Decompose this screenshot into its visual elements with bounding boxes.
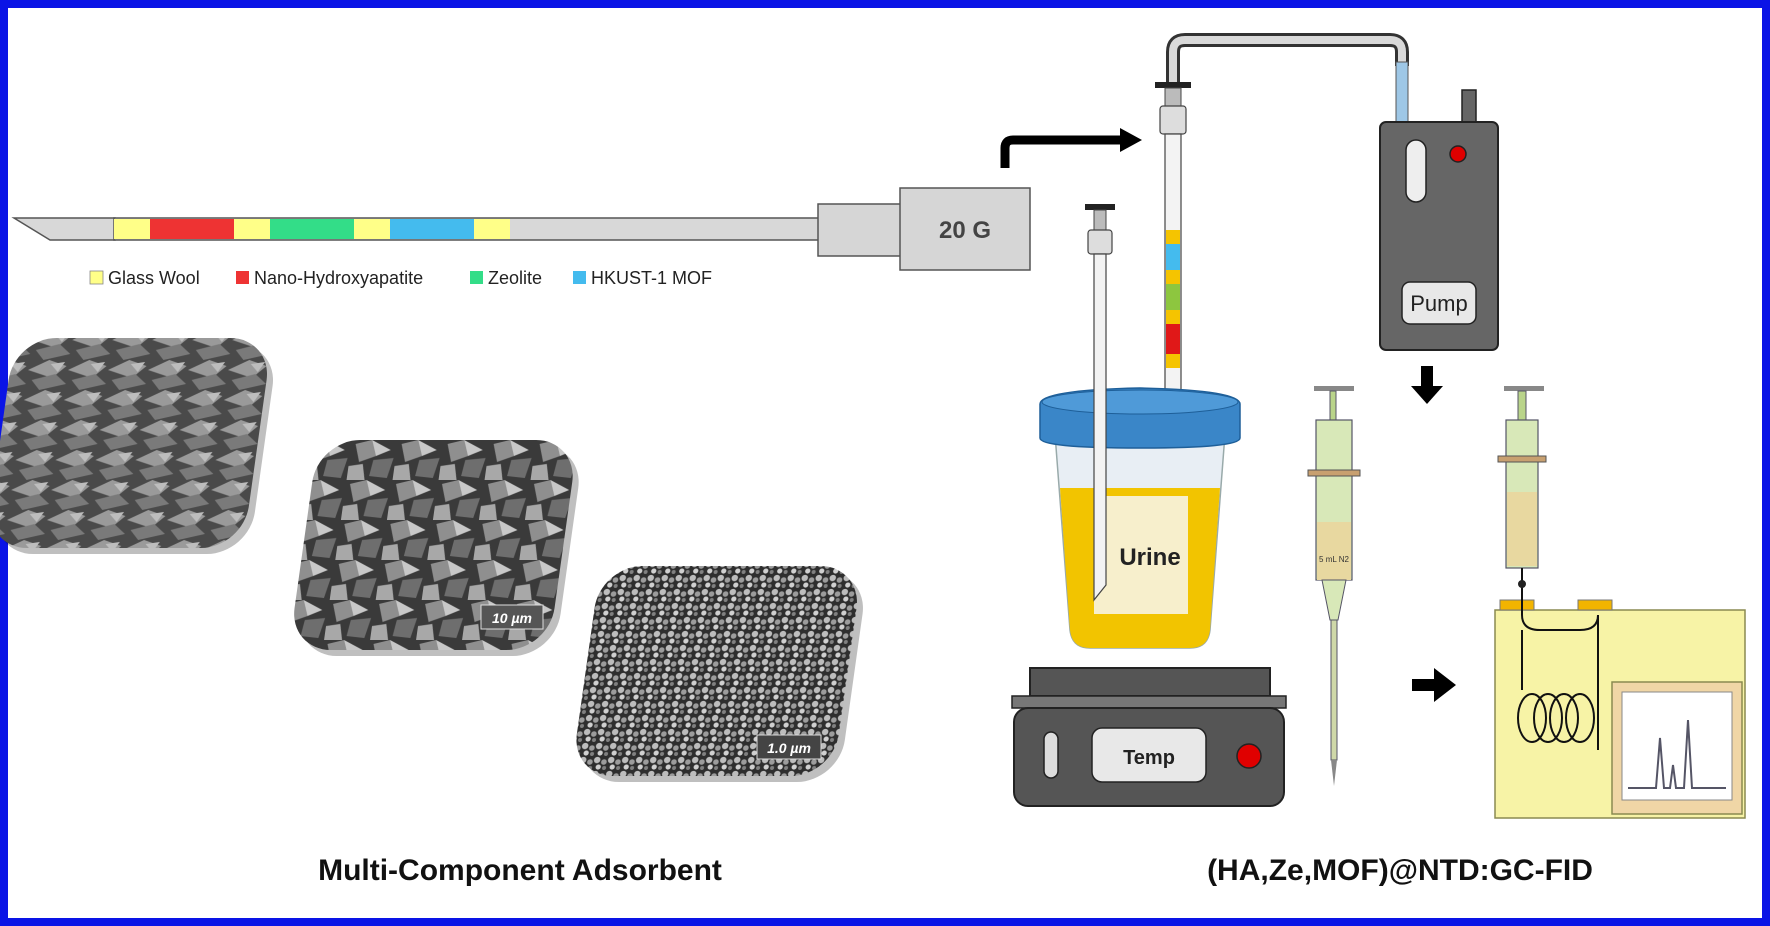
syringe-volume-label: 5 mL N2 (1319, 555, 1349, 564)
caption-right: (HA,Ze,MOF)@NTD:GC-FID (1207, 854, 1593, 887)
packing-glass-wool-3 (354, 219, 390, 239)
sem-scale-label-2: 10 µm (492, 610, 532, 626)
legend-label-glass-wool: Glass Wool (108, 268, 200, 288)
packing-glass-wool-1 (114, 219, 150, 239)
needle-tip (11, 217, 116, 241)
temp-display-label: Temp (1123, 747, 1175, 769)
desorption-syringe: 5 mL N2 (1307, 386, 1361, 786)
arrow-down (1411, 366, 1443, 404)
packing-zeolite (270, 219, 354, 239)
sem-image-hydroxyapatite: 500 nm (0, 338, 280, 554)
sampling-needle (1085, 204, 1115, 602)
needle-hub (899, 187, 1031, 271)
needle-gauge-label: 20 G (939, 217, 991, 244)
gc-instrument (1494, 386, 1746, 819)
packing-glass-wool-4 (474, 219, 510, 239)
sem-image-mof: 1.0 µm (576, 566, 863, 782)
chromatogram-trace (1628, 719, 1726, 789)
sem-image-zeolite: 10 µm (294, 440, 579, 656)
legend: Glass Wool Nano-Hydroxyapatite Zeolite H… (89, 268, 712, 288)
legend-swatch-hydroxyapatite (236, 271, 249, 284)
legend-label-mof: HKUST-1 MOF (591, 268, 712, 288)
pump-tubing (1166, 33, 1409, 125)
urine-container: Urine (1039, 387, 1241, 649)
legend-swatch-zeolite (470, 271, 483, 284)
sem-scale-label-3: 1.0 µm (767, 740, 811, 756)
packing-glass-wool-2 (234, 219, 270, 239)
urine-label: Urine (1119, 544, 1180, 571)
needle-trap-device: 20 G (11, 187, 1031, 271)
legend-swatch-glass-wool (89, 270, 104, 285)
caption-left: Multi-Component Adsorbent (318, 854, 722, 887)
step-arrow (1000, 128, 1142, 168)
packing-hydroxyapatite (150, 219, 234, 239)
needle-collar (817, 203, 903, 257)
vacuum-pump: Pump (1379, 89, 1499, 351)
pump-label: Pump (1410, 291, 1467, 316)
packing-hkust1-mof (390, 219, 474, 239)
legend-label-hydroxyapatite: Nano-Hydroxyapatite (254, 268, 423, 288)
hotplate-stirrer: Temp (1011, 667, 1287, 807)
legend-swatch-mof (573, 271, 586, 284)
sem-scale-label-1: 500 nm (250, 524, 280, 534)
arrow-right (1412, 668, 1456, 702)
legend-label-zeolite: Zeolite (488, 268, 542, 288)
